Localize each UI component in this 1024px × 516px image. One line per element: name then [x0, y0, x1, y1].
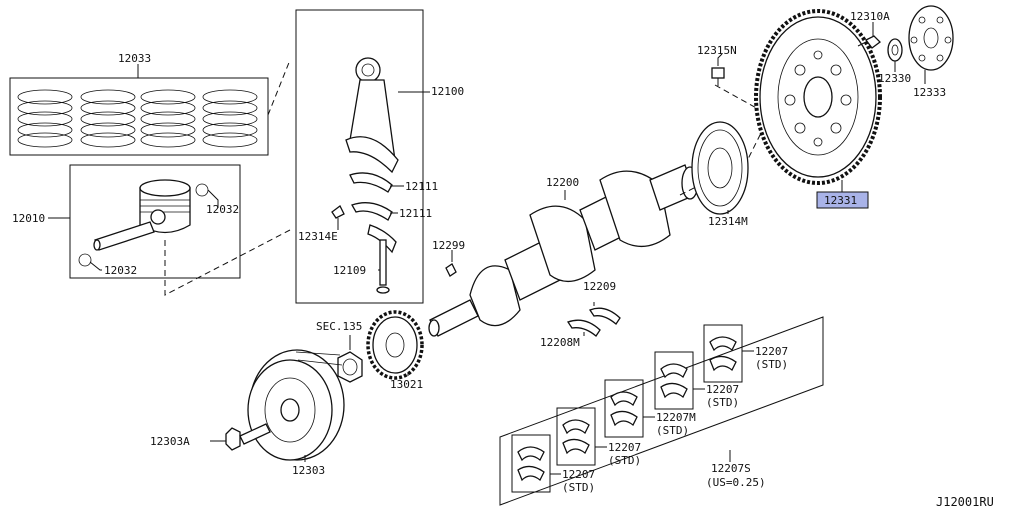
spacer-washer[interactable]: [887, 38, 903, 62]
thrust-bearing[interactable]: [566, 302, 621, 337]
piston-ring-set[interactable]: [9, 64, 269, 156]
label-12200[interactable]: 12200: [546, 176, 579, 189]
rear-plate[interactable]: [691, 121, 749, 215]
reinforcement-plate[interactable]: [908, 5, 954, 71]
label-12207-4[interactable]: 12207: [562, 468, 595, 481]
connecting-rod-group[interactable]: [295, 9, 424, 304]
label-12299[interactable]: 12299: [432, 239, 465, 252]
label-12111-upper[interactable]: 12111: [405, 180, 438, 193]
label-12010[interactable]: 12010: [12, 212, 45, 225]
label-12331[interactable]: 12331: [824, 194, 857, 207]
label-12033[interactable]: 12033: [118, 52, 151, 65]
piston-assembly[interactable]: [69, 164, 241, 279]
label-12207-2-std[interactable]: (STD): [706, 396, 739, 409]
label-12209[interactable]: 12209: [583, 280, 616, 293]
sprocket-spacer[interactable]: [337, 351, 363, 383]
crank-key[interactable]: [445, 263, 457, 277]
flywheel[interactable]: [754, 9, 882, 185]
label-12207S-us[interactable]: (US=0.25): [706, 476, 766, 489]
label-12314E[interactable]: 12314E: [298, 230, 338, 243]
label-12303[interactable]: 12303: [292, 464, 325, 477]
label-12109[interactable]: 12109: [333, 264, 366, 277]
highlighted-part-box[interactable]: [816, 191, 869, 209]
label-12314M[interactable]: 12314M: [708, 215, 748, 228]
label-12303A[interactable]: 12303A: [150, 435, 190, 448]
main-bearing-set[interactable]: [499, 316, 824, 506]
label-12032-lower[interactable]: 12032: [104, 264, 137, 277]
dowel-pin[interactable]: [711, 67, 725, 86]
label-12207M[interactable]: 12207M: [656, 411, 696, 424]
label-13021[interactable]: 13021: [390, 378, 423, 391]
crank-pulley[interactable]: [247, 349, 345, 461]
label-12315N[interactable]: 12315N: [697, 44, 737, 57]
label-12207-3[interactable]: 12207: [608, 441, 641, 454]
label-12207-2[interactable]: 12207: [706, 383, 739, 396]
label-12207-1-std[interactable]: (STD): [755, 358, 788, 371]
label-12208M[interactable]: 12208M: [540, 336, 580, 349]
label-12032-upper[interactable]: 12032: [206, 203, 239, 216]
label-12207S[interactable]: 12207S: [711, 462, 751, 475]
label-12111-lower[interactable]: 12111: [399, 207, 432, 220]
label-12207M-std[interactable]: (STD): [656, 424, 689, 437]
label-12333[interactable]: 12333: [913, 86, 946, 99]
label-12207-4-std[interactable]: (STD): [562, 481, 595, 494]
label-sec135[interactable]: SEC.135: [316, 320, 362, 333]
label-12100[interactable]: 12100: [431, 85, 464, 98]
crank-sprocket[interactable]: [366, 310, 424, 380]
crankshaft[interactable]: [428, 164, 699, 337]
diagram-code: J12001RU: [936, 495, 994, 509]
label-12207-3-std[interactable]: (STD): [608, 454, 641, 467]
label-12310A[interactable]: 12310A: [850, 10, 890, 23]
label-12207-1[interactable]: 12207: [755, 345, 788, 358]
pulley-bolt[interactable]: [225, 423, 271, 451]
flywheel-bolt[interactable]: [857, 35, 881, 49]
label-12330[interactable]: 12330: [878, 72, 911, 85]
